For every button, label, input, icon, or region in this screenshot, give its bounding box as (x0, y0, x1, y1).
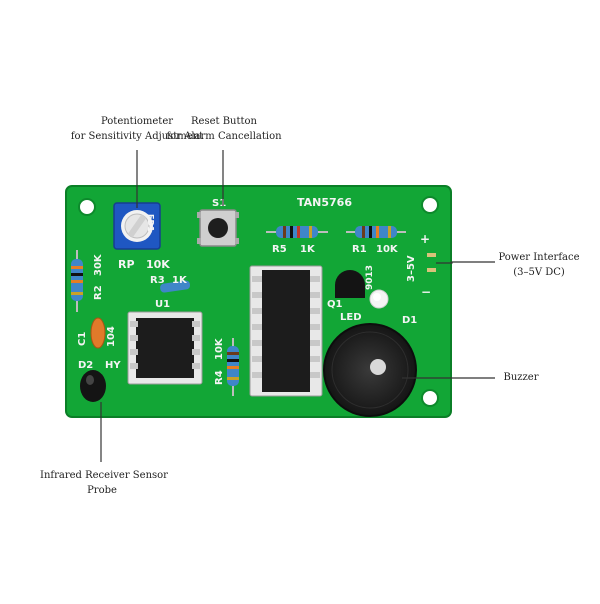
hy-label: HY (105, 360, 121, 371)
d2-label: D2 (78, 360, 93, 371)
led-label: LED (340, 312, 362, 323)
mounting-hole (421, 196, 439, 214)
callout-power-line2: (3–5V DC) (513, 267, 565, 278)
q1-label: Q1 (327, 299, 343, 310)
model-label: TAN5766 (297, 196, 352, 209)
callout-ir-line1: Infrared Receiver Sensor (40, 470, 168, 481)
callout-reset-line1: Reset Button (191, 116, 257, 127)
d1-label: D1 (402, 315, 417, 326)
ir-receiver (80, 370, 106, 402)
mounting-hole (78, 198, 96, 216)
q1-part: 9013 (365, 265, 375, 290)
mounting-hole (421, 389, 439, 407)
u1-label: U1 (155, 299, 170, 310)
rp-label: RP (118, 258, 135, 271)
callout-ir: Infrared Receiver Sensor Probe (40, 468, 168, 498)
callout-buzzer: Buzzer (496, 370, 546, 385)
minus-label: − (421, 285, 431, 299)
resistor-r5 (266, 226, 328, 238)
leader-line-power (436, 261, 495, 264)
c1-label: C1 (77, 332, 88, 346)
transistor-q1 (335, 270, 365, 298)
ic-main (249, 265, 323, 397)
capacitor-c1 (90, 317, 106, 349)
r4-label: R4 (214, 370, 225, 385)
s1-label: S1 (212, 198, 226, 209)
c1-value: 104 (106, 326, 117, 347)
ic-u1 (127, 311, 203, 385)
resistor-r2 (71, 250, 83, 312)
r4-value: 10K (214, 337, 225, 360)
callout-buzzer-line1: Buzzer (503, 372, 539, 383)
r2-label: R2 (93, 285, 104, 300)
buzzer (323, 323, 417, 417)
rp-value: 10K (146, 258, 170, 271)
callout-potentiometer-line2: for Sensitivity Adjustment (70, 131, 204, 142)
r5-label: R5 (272, 244, 287, 255)
callout-reset-line2: for Alarm Cancellation (166, 131, 282, 142)
r2-value: 30K (93, 253, 104, 276)
resistor-r4 (227, 338, 239, 396)
resistor-r3 (160, 280, 191, 293)
callout-reset: Reset Button for Alarm Cancellation (164, 114, 284, 144)
r3-value: 1K (172, 275, 188, 286)
callout-potentiometer-line1: Potentiometer (100, 116, 174, 127)
r3-label: R3 (150, 275, 165, 286)
resistor-r1 (346, 226, 406, 238)
reset-button (197, 209, 239, 247)
voltage-label: 3–5V (406, 255, 417, 282)
callout-power: Power Interface (3–5V DC) (490, 250, 588, 280)
r1-label: R1 (352, 244, 367, 255)
led (369, 289, 389, 309)
r5-value: 1K (300, 244, 316, 255)
callout-power-line1: Power Interface (498, 252, 580, 263)
r1-value: 10K (376, 244, 399, 255)
potentiometer (113, 202, 161, 250)
rp-code: ED1 (146, 214, 155, 232)
callout-potentiometer: Potentiometer for Sensitivity Adjustment (60, 114, 214, 144)
callout-ir-line2: Probe (87, 485, 117, 496)
plus-label: + (420, 232, 430, 246)
power-pins (427, 253, 436, 272)
